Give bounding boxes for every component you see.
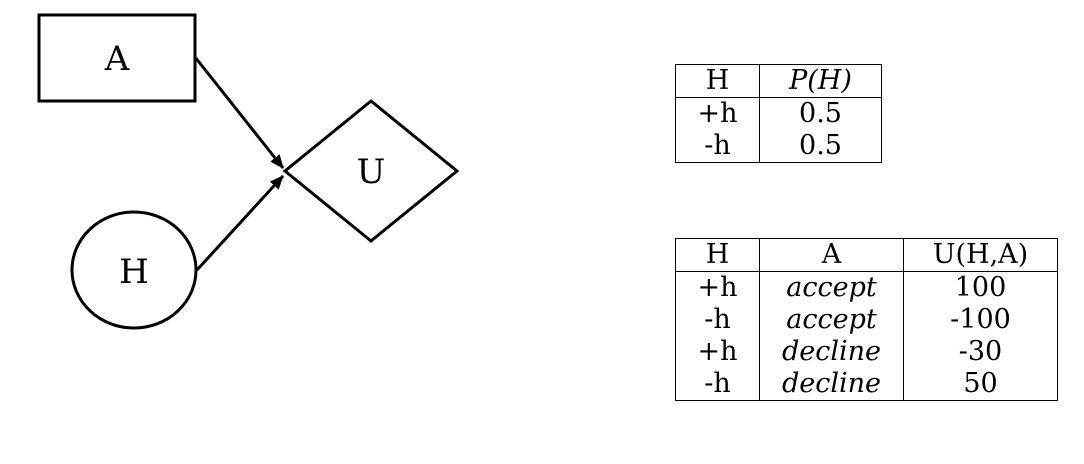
utility-header-h: H (675, 238, 760, 272)
table-row: +h 0.5 (675, 97, 882, 130)
prior-cell: +h (675, 97, 760, 130)
utility-cell: +h (675, 271, 760, 304)
chance-node-h: H (70, 210, 198, 330)
chance-node-h-label: H (119, 252, 149, 292)
utility-cell: decline (759, 368, 904, 401)
prior-cell: -h (675, 130, 760, 163)
table-row: +h accept 100 (675, 271, 1058, 304)
utility-cell: +h (675, 336, 760, 368)
utility-cell: -h (675, 304, 760, 336)
edge-h-to-u (195, 174, 285, 272)
prior-cell: 0.5 (759, 97, 882, 130)
utility-node-u-label: U (357, 152, 386, 192)
edge-a-to-u (193, 56, 285, 169)
table-row: -h decline 50 (675, 368, 1058, 401)
prior-cell: 0.5 (759, 130, 882, 163)
prior-probability-table: H P(H) +h 0.5 -h 0.5 (675, 64, 882, 163)
utility-cell: decline (759, 336, 904, 368)
utility-cell: -100 (903, 304, 1058, 336)
decision-network-diagram: A H U (37, 13, 460, 330)
utility-cell: -h (675, 368, 760, 401)
utility-header-u: U(H,A) (903, 238, 1058, 272)
action-node-a-label: A (104, 39, 130, 79)
utility-cell: 50 (903, 368, 1058, 401)
table-row: -h accept -100 (675, 304, 1058, 336)
action-node-a: A (37, 13, 197, 103)
utility-cell: accept (759, 304, 904, 336)
utility-cell: 100 (903, 271, 1058, 304)
prior-header-ph: P(H) (759, 64, 882, 98)
utility-header-a: A (759, 238, 904, 272)
utility-cell: accept (759, 271, 904, 304)
prior-header-h: H (675, 64, 760, 98)
utility-table: H A U(H,A) +h accept 100 -h accept -100 … (675, 238, 1058, 401)
table-row: -h 0.5 (675, 130, 882, 163)
table-row: +h decline -30 (675, 336, 1058, 368)
utility-cell: -30 (903, 336, 1058, 368)
utility-node-u: U (282, 99, 460, 243)
